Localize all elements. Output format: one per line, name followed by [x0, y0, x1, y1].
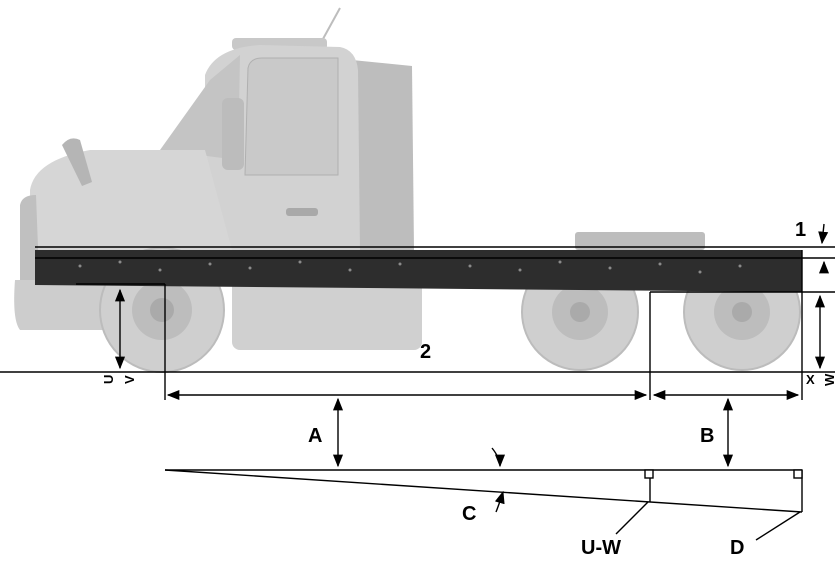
dim-D-label: D — [730, 537, 744, 559]
callout-1: 1 — [795, 219, 806, 241]
dim-C-label: C — [462, 503, 476, 525]
side-mirror — [222, 98, 244, 170]
dim-U-label: U — [101, 375, 116, 384]
dim-C-angle-arrow — [494, 490, 505, 513]
side-window — [244, 57, 339, 176]
frame-rivets — [78, 260, 742, 274]
d-leader — [755, 511, 801, 541]
door-handle — [286, 208, 318, 216]
dim-1-arrow-top — [818, 223, 829, 245]
dim-X-label: X — [806, 372, 815, 387]
labels: 1 2 A B C D U-W U V X W — [101, 219, 835, 559]
hood-mirror — [62, 138, 92, 186]
dim-V-label: V — [122, 375, 137, 384]
truck-illustration — [14, 7, 802, 373]
fifth-wheel — [575, 232, 705, 250]
triangle-mid-marker — [644, 469, 654, 479]
frame-rail — [35, 250, 802, 292]
dim-UW-label: U-W — [581, 537, 621, 559]
triangle-end-marker — [793, 469, 803, 479]
hood — [30, 150, 232, 250]
uw-leader — [615, 501, 649, 535]
callout-2: 2 — [420, 341, 431, 363]
windshield — [160, 55, 240, 160]
triangle-slope-line — [164, 469, 803, 513]
measurement-lines — [0, 223, 835, 541]
dim-B-label: B — [700, 425, 714, 447]
front-bumper — [14, 280, 113, 330]
top-angle-arrow — [491, 447, 506, 468]
dim-W-label: W — [822, 373, 835, 386]
cab-rear-panel — [352, 60, 414, 250]
dim-A-label: A — [308, 425, 322, 447]
